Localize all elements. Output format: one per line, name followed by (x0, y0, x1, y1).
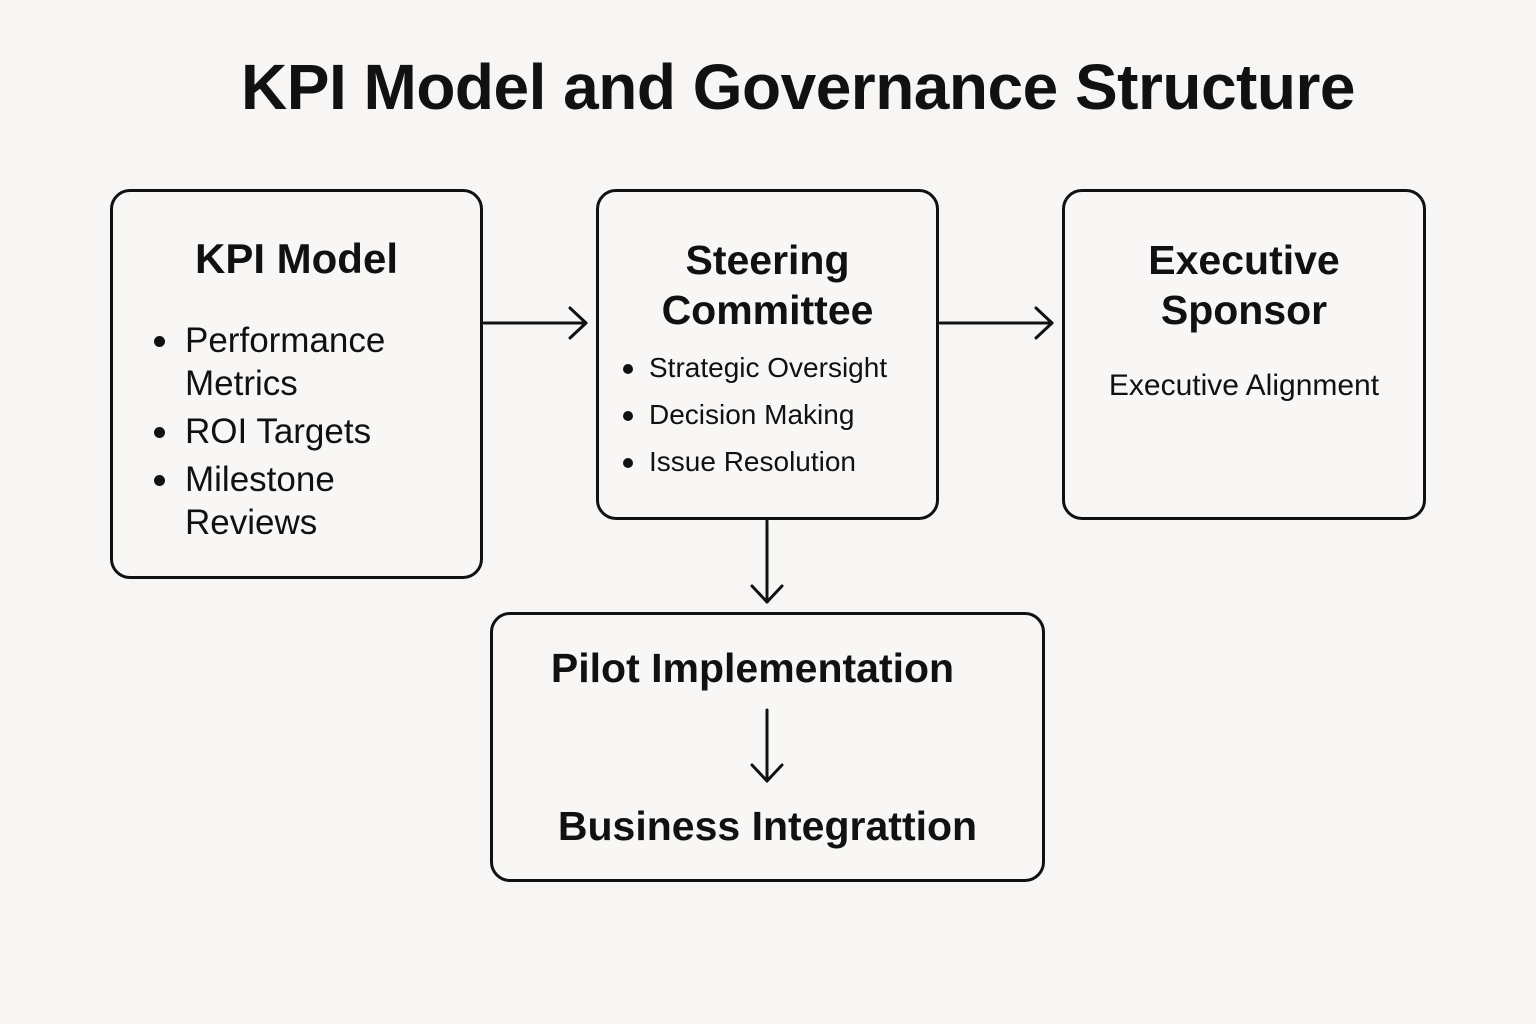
steering-committee-item: Issue Resolution (623, 446, 939, 478)
steering-committee-item: Decision Making (623, 399, 939, 431)
executive-sponsor-box: Executive Sponsor Executive Alignment (1062, 189, 1426, 520)
steering-committee-list: Strategic Oversight Decision Making Issu… (623, 352, 939, 493)
arrow-pilot-to-business (750, 708, 784, 783)
arrow-steering-to-executive (938, 306, 1054, 340)
executive-sponsor-heading-line1: Executive (1148, 237, 1340, 283)
arrow-steering-to-pilot (750, 519, 784, 604)
steering-committee-box: Steering Committee Strategic Oversight D… (596, 189, 939, 520)
pilot-implementation-box: Pilot Implementation Business Integratti… (490, 612, 1045, 882)
steering-committee-heading-line2: Committee (661, 287, 874, 333)
kpi-model-item: Milestone Reviews (154, 458, 475, 544)
kpi-model-item: ROI Targets (154, 410, 475, 453)
kpi-model-item: Performance Metrics (154, 319, 475, 405)
executive-sponsor-text: Executive Alignment (1108, 369, 1380, 402)
steering-committee-item: Strategic Oversight (623, 352, 939, 384)
kpi-model-list: Performance Metrics ROI Targets Mileston… (154, 319, 475, 549)
arrow-kpi-to-steering (482, 306, 588, 340)
executive-sponsor-heading-line2: Sponsor (1160, 287, 1328, 333)
kpi-model-heading: KPI Model (194, 235, 398, 282)
kpi-model-box: KPI Model Performance Metrics ROI Target… (110, 189, 483, 579)
business-integration-heading: Business Integrattion (557, 803, 978, 849)
pilot-implementation-heading: Pilot Implementation (550, 645, 955, 691)
page-title: KPI Model and Governance Structure (241, 51, 1355, 123)
steering-committee-heading-line1: Steering (685, 237, 850, 283)
